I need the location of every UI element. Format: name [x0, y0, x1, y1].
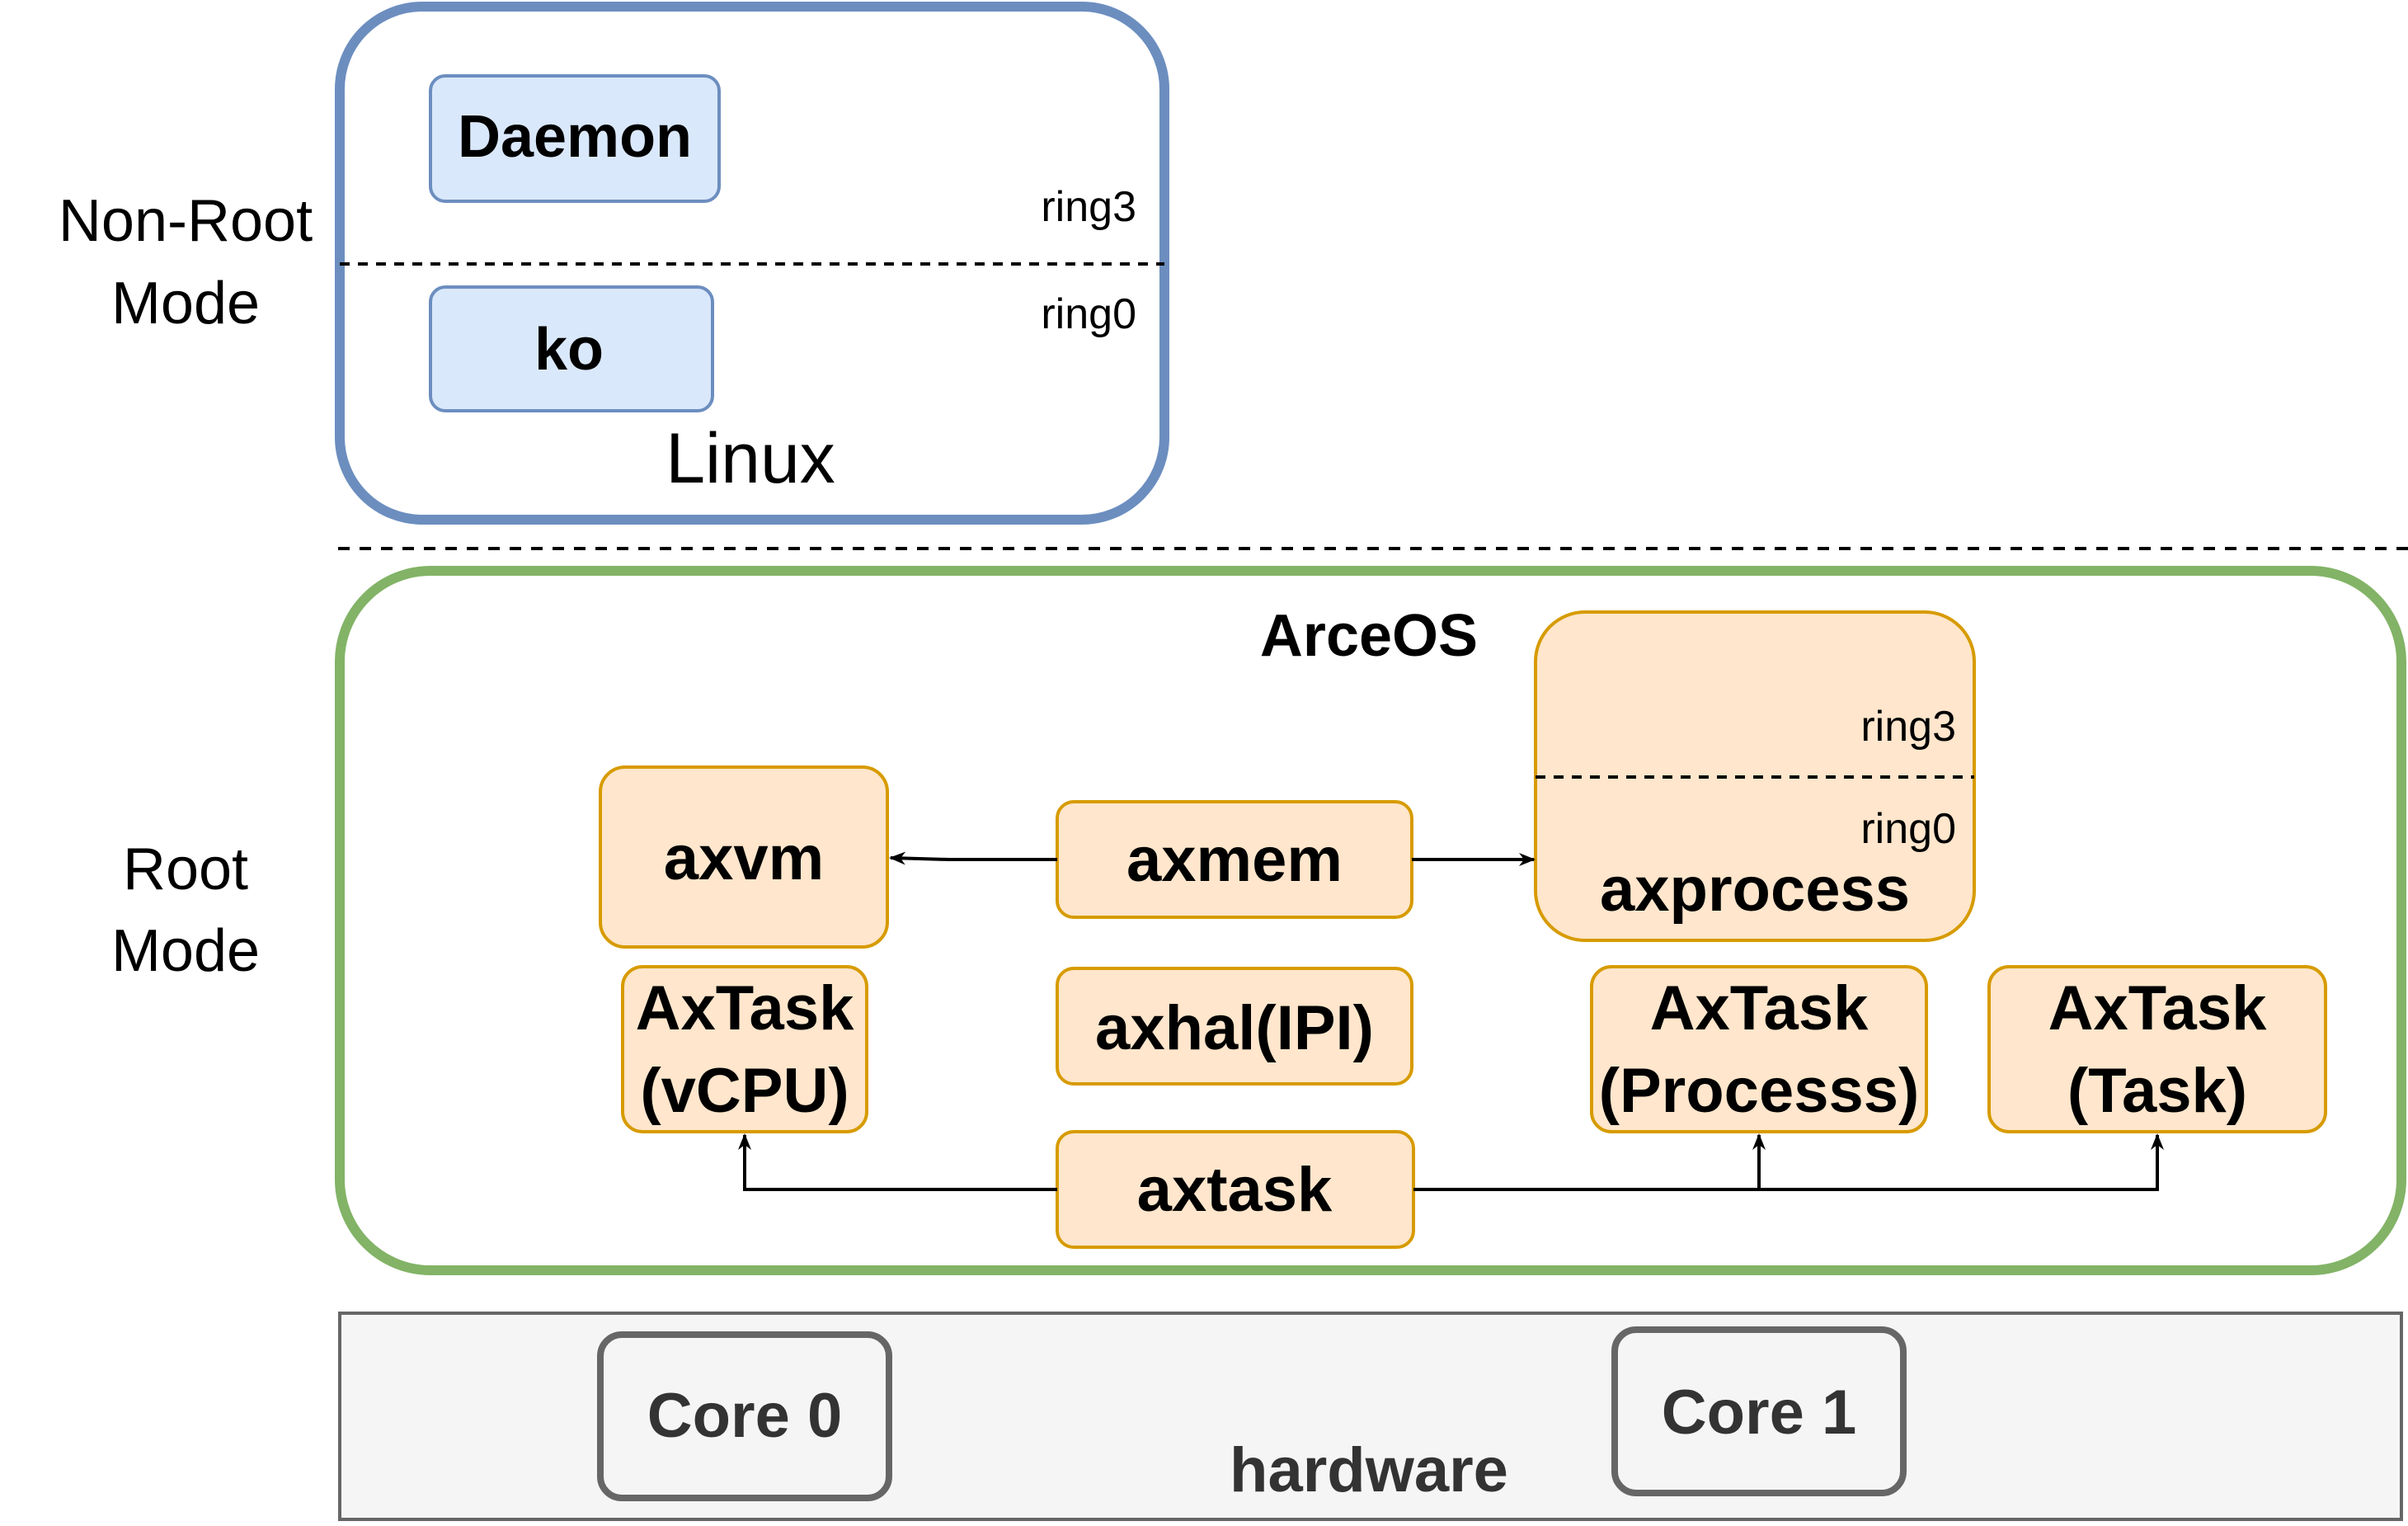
axtask-task-label-line2: (Task)	[2067, 1056, 2247, 1126]
axtask-process-label-line1: AxTask	[1650, 973, 1869, 1043]
axtask-process-label-line2: (Processs)	[1599, 1056, 1920, 1126]
axtask-vcpu-label-line1: AxTask	[636, 973, 854, 1043]
axtask-vcpu-label-line2: (vCPU)	[640, 1056, 849, 1126]
non-root-mode-label-line1: Non-Root	[59, 188, 313, 254]
axtask-task-box	[1987, 965, 2327, 1133]
axtask-vcpu-box	[621, 965, 868, 1133]
axvm-label: axvm	[664, 823, 824, 893]
root-mode-label-line2: Mode	[111, 918, 260, 984]
arrow-axmem-to-axvm	[889, 851, 1057, 865]
axtask-process-box	[1590, 965, 1928, 1133]
linux-ring3-label: ring3	[1041, 183, 1136, 231]
core1-box	[1611, 1326, 1907, 1496]
linux-ring0-label: ring0	[1041, 290, 1136, 338]
axprocess-ring0-label: ring0	[1860, 805, 1956, 853]
core0-box	[597, 1331, 892, 1501]
core1-label: Core 1	[1662, 1378, 1857, 1448]
arrow-axtask-to-task	[1413, 1133, 2164, 1191]
axhal-box	[1056, 967, 1413, 1086]
daemon-label: Daemon	[458, 104, 692, 170]
root-mode-label-line1: Root	[123, 836, 248, 902]
arrow-axtask-to-vcpu	[738, 1133, 1057, 1191]
axvm-box	[599, 765, 889, 949]
axtask-task-label-line1: AxTask	[2048, 973, 2267, 1043]
ko-box	[429, 285, 714, 412]
core0-label: Core 0	[647, 1381, 843, 1451]
axprocess-ring3-label: ring3	[1860, 703, 1956, 751]
linux-title: Linux	[665, 419, 835, 498]
non-root-mode-label-line2: Mode	[111, 271, 260, 337]
axtask-label: axtask	[1137, 1155, 1333, 1225]
hardware-label: hardware	[1230, 1435, 1508, 1505]
arceos-title: ArceOS	[1260, 603, 1478, 669]
axhal-label: axhal(IPI)	[1095, 993, 1374, 1063]
axprocess-label: axprocess	[1600, 855, 1910, 925]
axmem-label: axmem	[1126, 825, 1343, 895]
daemon-box	[429, 74, 721, 203]
ko-label: ko	[534, 317, 604, 383]
